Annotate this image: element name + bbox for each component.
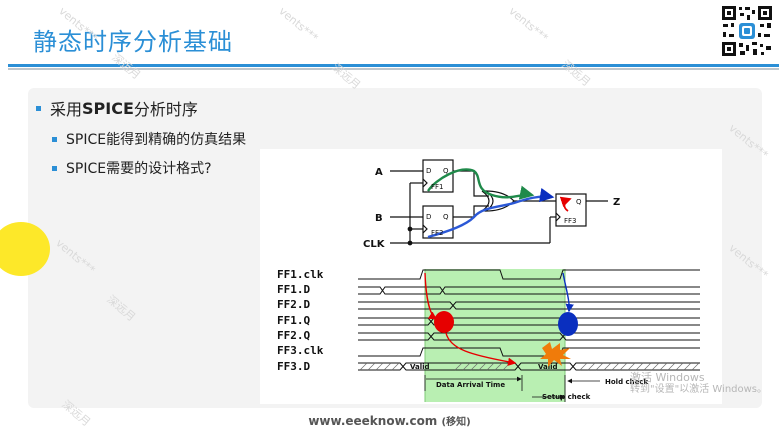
watermark-5: vents***	[506, 4, 551, 45]
signal-ff1-q: FF1.Q	[277, 314, 310, 327]
slide-title: 静态时序分析基础	[33, 28, 233, 56]
waveforms	[358, 269, 700, 371]
ff1-box	[422, 159, 454, 193]
windows-activation-line2: 转到"设置"以激活 Windows。	[630, 384, 768, 395]
bullet-square-icon	[52, 165, 57, 171]
watermark-3: vents***	[276, 4, 321, 45]
red-event-marker	[434, 311, 454, 333]
bullet-item-2: SPICE能得到精确的仿真结果	[52, 129, 246, 149]
ff1-label: FF1	[431, 183, 444, 191]
ff3-pin-q: Q	[576, 198, 582, 206]
signal-ff2-q: FF2.Q	[277, 329, 310, 342]
bullet-item-2-text: SPICE能得到精确的仿真结果	[66, 132, 247, 148]
watermark-6: 深远月	[559, 57, 593, 89]
title-rule	[8, 64, 779, 67]
ff1-pin-d: D	[426, 167, 431, 175]
bullet-level1-prefix: 采用	[50, 100, 83, 119]
ff2-pin-q: Q	[443, 213, 449, 221]
ff2-label: FF2	[431, 229, 444, 237]
ff1-pin-q: Q	[443, 167, 449, 175]
bullet-square-icon	[36, 105, 41, 111]
laser-pointer-dot	[0, 222, 50, 276]
red-path	[559, 196, 572, 212]
glitch-burst-icon	[540, 342, 571, 367]
signal-ff1-clk: FF1.clk	[277, 268, 324, 281]
windows-activation-notice: 激活 Windows 转到"设置"以激活 Windows。	[630, 372, 767, 396]
signal-ff3-clk: FF3.clk	[277, 344, 324, 357]
clock-label: CLK	[363, 239, 386, 250]
green-path	[427, 168, 535, 200]
title-rule-shadow	[8, 68, 779, 70]
signal-ff1-d: FF1.D	[277, 283, 310, 296]
ff3-label: FF3	[564, 217, 577, 225]
arrival-bracket	[424, 375, 600, 402]
valid-label-1: Valid	[410, 363, 430, 371]
bullet-item-3: SPICE需要的设计格式?	[52, 158, 212, 178]
ff2-pin-d: D	[426, 213, 431, 221]
blue-event-marker	[558, 312, 578, 336]
ff2-box	[422, 205, 454, 239]
signal-ff3-d: FF3.D	[277, 360, 310, 373]
footer-site: www.eeeknow.com	[308, 414, 438, 428]
bullet-item-3-text: SPICE需要的设计格式?	[66, 161, 212, 177]
output-z-label: Z	[613, 197, 620, 208]
hold-check-label: Hold check	[605, 378, 649, 386]
input-b-label: B	[375, 213, 383, 224]
windows-activation-line1: 激活 Windows	[630, 371, 705, 384]
data-arrival-label: Data Arrival Time	[436, 381, 505, 389]
bullet-square-icon	[52, 136, 57, 142]
invalid-hatch	[359, 362, 700, 371]
bullet-level1-suffix: 分析时序	[133, 100, 198, 119]
valid-label-2: Valid	[538, 363, 558, 371]
input-a-label: A	[375, 167, 383, 178]
qr-code-icon	[720, 4, 774, 58]
setup-check-label: Setup check	[542, 393, 591, 401]
timing-figure: A B CLK Z D Q FF1 D Q FF2 Q FF3 FF1.clk …	[260, 149, 722, 404]
arrival-window-highlight	[425, 269, 565, 402]
footer: www.eeeknow.com (移知)	[0, 413, 779, 428]
blue-path	[427, 187, 555, 239]
bullet-level1-strong: SPICE	[82, 98, 134, 118]
signal-ff2-d: FF2.D	[277, 298, 310, 311]
footer-note: (移知)	[441, 417, 471, 428]
